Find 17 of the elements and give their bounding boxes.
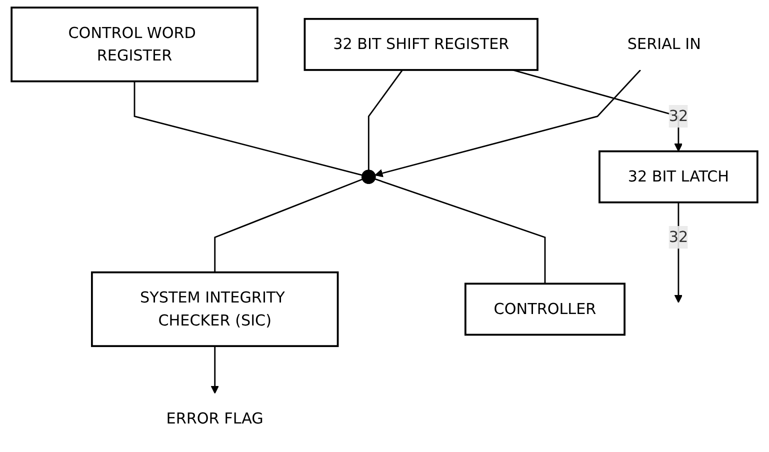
connector (134, 81, 362, 176)
edge-label: 32 (668, 106, 688, 125)
arrow (374, 70, 641, 178)
edge-label: 32 (668, 228, 688, 246)
connector (374, 178, 546, 284)
node-box: CONTROLLER (464, 282, 626, 336)
node-text: ERROR FLAG (166, 409, 264, 428)
connector (368, 70, 404, 170)
node-text: SERIAL IN (627, 34, 701, 53)
arrow (674, 202, 683, 303)
arrow (210, 346, 220, 394)
node-box: 32 BIT SHIFT REGISTER (304, 18, 538, 71)
node-box: CONTROL WORD REGISTER (10, 6, 258, 82)
node-box: 32 BIT LATCH (598, 150, 758, 204)
node-box: SYSTEM INTEGRITY CHECKER (SIC) (90, 271, 339, 348)
arrow (512, 69, 683, 152)
connector (214, 178, 363, 272)
